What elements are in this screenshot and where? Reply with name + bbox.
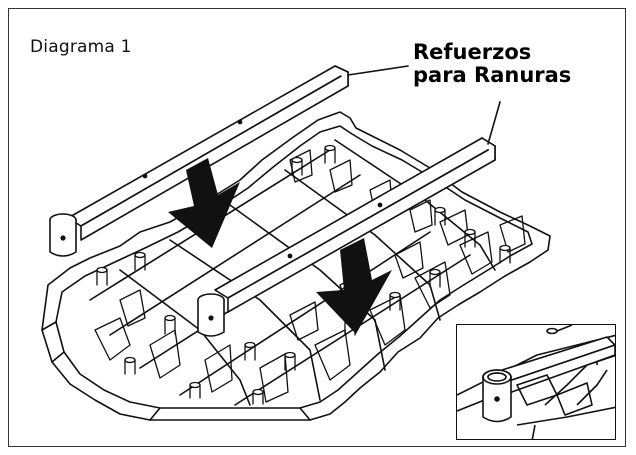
callout-label: Refuerzos para Ranuras bbox=[413, 41, 571, 87]
slot-reinforcement-bar-2 bbox=[197, 137, 496, 337]
slot-reinforcement-bar-1 bbox=[49, 65, 349, 257]
callout-leader-line-1 bbox=[347, 65, 409, 76]
down-arrow-left bbox=[168, 158, 240, 248]
callout-line-1: Refuerzos bbox=[413, 40, 532, 64]
diagram-title: Diagrama 1 bbox=[30, 37, 132, 57]
down-arrow-right bbox=[316, 238, 392, 334]
tray-pegs bbox=[96, 144, 511, 405]
diagram-frame bbox=[8, 8, 626, 447]
detail-illustration bbox=[457, 325, 615, 439]
detail-inset bbox=[456, 324, 616, 440]
callout-leader-line-2 bbox=[487, 101, 501, 145]
tray-fins bbox=[94, 149, 526, 403]
callout-line-2: para Ranuras bbox=[413, 63, 572, 87]
